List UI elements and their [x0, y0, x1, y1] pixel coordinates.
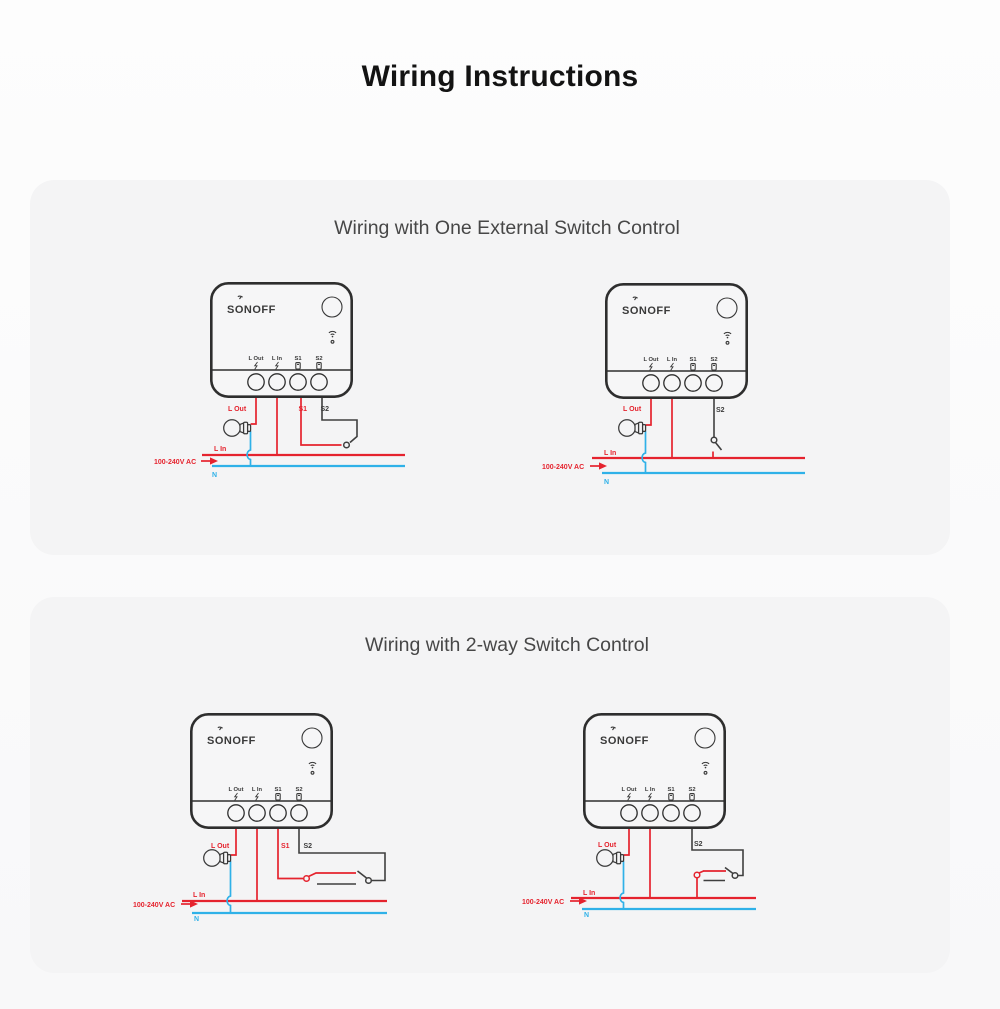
wire-label-s1: S1 — [299, 406, 308, 413]
sonoff-device — [581, 712, 728, 830]
wire-label-s2: S2 — [321, 406, 330, 413]
s2-wire — [321, 398, 358, 444]
flow-arrow-icon — [210, 457, 218, 465]
wire-label-l-in: L In — [583, 890, 595, 897]
switch-blade — [698, 870, 704, 874]
live-out-wire — [645, 399, 652, 426]
terminal-label: S1 — [294, 356, 302, 362]
s1-wire — [277, 828, 303, 880]
section-heading: Wiring with 2-way Switch Control — [365, 634, 649, 656]
page-title: Wiring Instructions — [361, 60, 639, 93]
wire-label-l-out: L Out — [623, 406, 642, 413]
switch-contact-icon — [731, 871, 739, 880]
switch-blade — [357, 870, 367, 879]
switch-contact-icon — [364, 876, 373, 885]
section-heading: Wiring with One External Switch Control — [334, 217, 680, 239]
traveler-wire-top — [308, 872, 356, 878]
bulb-icon — [618, 419, 647, 437]
live-out-wire — [230, 828, 237, 856]
switch-contact-icon — [710, 436, 718, 444]
wire-label-l-out: L Out — [228, 406, 247, 413]
terminal-label: L In — [667, 357, 678, 363]
terminal-label: L In — [645, 787, 656, 793]
wire-label-s2: S2 — [304, 843, 313, 850]
bulb-neutral-wire — [619, 861, 625, 910]
device-brand: SONOFF — [622, 305, 671, 317]
terminal-label: L Out — [248, 356, 263, 362]
terminal-label: S2 — [295, 787, 302, 793]
supply-label: 100-240V AC — [154, 459, 196, 466]
neutral-label: N — [212, 472, 217, 479]
s1-wire — [300, 398, 342, 446]
terminal-label: S2 — [710, 357, 717, 363]
supply-label: 100-240V AC — [133, 902, 175, 909]
switch-blade — [724, 866, 734, 875]
switch-contact-icon — [693, 871, 701, 879]
terminal-label: S2 — [688, 787, 695, 793]
flow-arrow-icon — [599, 462, 607, 470]
bulb-icon — [596, 849, 625, 867]
bulb-neutral-wire — [246, 431, 252, 467]
diagram-two-way-left: SONOFF L Out L In S1 S2 L Out S1 S2 L In… — [133, 712, 387, 923]
neutral-label: N — [194, 916, 199, 923]
bulb-icon — [203, 849, 232, 867]
wire-label-l-in: L In — [604, 450, 616, 457]
bulb-icon — [223, 419, 252, 437]
diagram-two-way-right: SONOFF L Out L In S1 S2 L Out S2 L In 10… — [522, 712, 756, 919]
supply-label: 100-240V AC — [542, 464, 584, 471]
wire-label-s2: S2 — [716, 407, 725, 414]
diagram-one-switch-right: SONOFF L Out L In S1 S2 L Out S2 L In 10… — [542, 282, 805, 486]
sonoff-device — [188, 712, 335, 830]
device-brand: SONOFF — [600, 735, 649, 747]
wire-label-s1: S1 — [281, 843, 290, 850]
terminal-label: L In — [252, 787, 263, 793]
terminal-label: L In — [272, 356, 283, 362]
wire-label-l-out: L Out — [211, 843, 230, 850]
live-out-wire — [250, 398, 257, 425]
sonoff-device — [603, 282, 750, 400]
s2-wire — [298, 828, 386, 882]
switch-blade — [714, 442, 723, 451]
section-two-way-switch: Wiring with 2-way Switch Control — [30, 597, 950, 973]
terminal-label: L Out — [643, 357, 658, 363]
terminal-label: S1 — [689, 357, 697, 363]
section-one-external-switch: Wiring with One External Switch Control — [30, 180, 950, 555]
terminal-label: L Out — [228, 787, 243, 793]
terminal-label: S1 — [667, 787, 675, 793]
diagram-one-switch-left: SONOFF L Out L In S1 S2 L Out S1 S2 L In… — [154, 281, 405, 479]
terminal-label: S1 — [274, 787, 282, 793]
device-brand: SONOFF — [227, 304, 276, 316]
neutral-label: N — [604, 479, 609, 486]
wire-label-l-in: L In — [214, 446, 226, 453]
switch-contact-icon — [342, 441, 351, 449]
terminal-label: S2 — [315, 356, 322, 362]
bulb-neutral-wire — [226, 861, 232, 914]
terminal-label: L Out — [621, 787, 636, 793]
bulb-neutral-wire — [641, 431, 647, 474]
supply-label: 100-240V AC — [522, 899, 564, 906]
sonoff-device — [208, 281, 355, 399]
neutral-label: N — [584, 912, 589, 919]
s2-wire — [691, 828, 744, 877]
flow-arrow-icon — [579, 897, 587, 905]
wire-label-l-in: L In — [193, 892, 205, 899]
live-out-wire — [623, 828, 630, 856]
flow-arrow-icon — [190, 900, 198, 908]
wire-label-s2: S2 — [694, 841, 703, 848]
device-brand: SONOFF — [207, 735, 256, 747]
switch-contact-icon — [302, 874, 311, 883]
wire-label-l-out: L Out — [598, 842, 617, 849]
